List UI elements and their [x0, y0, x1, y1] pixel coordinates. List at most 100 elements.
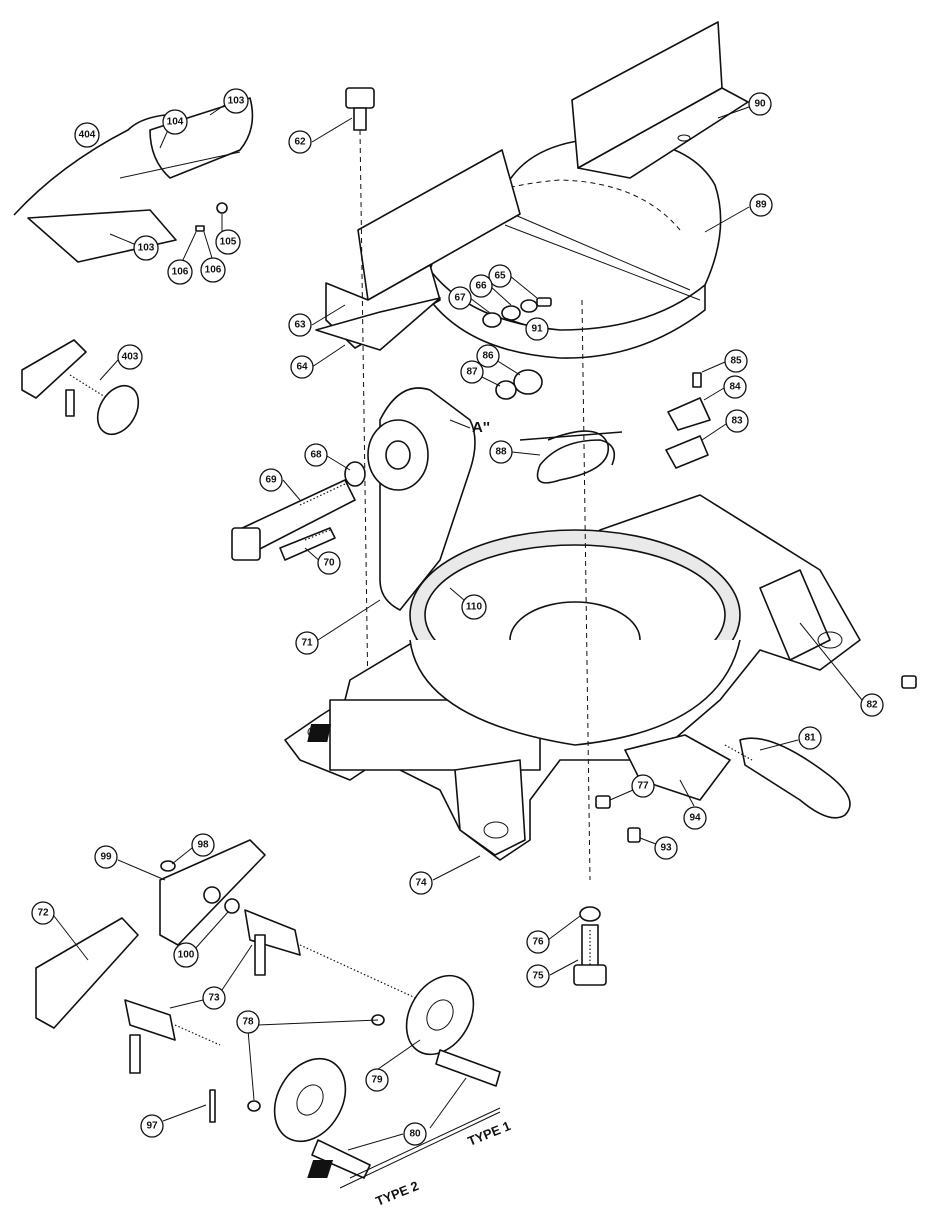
handle-81: [724, 737, 851, 819]
label-83: 83: [725, 409, 749, 433]
label-64: 64: [290, 355, 314, 379]
label-94: 94: [683, 806, 707, 830]
stopper-83-85: [665, 372, 711, 469]
label-74: 74: [409, 871, 433, 895]
svg-text:87: 87: [466, 367, 478, 378]
svg-text:81: 81: [804, 733, 816, 744]
label-68: 68: [304, 443, 328, 467]
fence-right-90: [571, 21, 749, 179]
label-86: 86: [476, 344, 500, 368]
svg-text:94: 94: [689, 813, 701, 824]
label-70: 70: [317, 551, 341, 575]
svg-text:67: 67: [454, 293, 466, 304]
label-106-left: 106: [167, 259, 193, 285]
label-80: 80: [403, 1122, 427, 1146]
svg-text:70: 70: [323, 558, 335, 569]
svg-text:404: 404: [79, 130, 96, 141]
svg-text:69: 69: [265, 475, 277, 486]
svg-text:97: 97: [146, 1121, 158, 1132]
svg-text:90: 90: [754, 99, 766, 110]
label-88: 88: [489, 440, 513, 464]
screw-93: [627, 827, 641, 843]
svg-text:66: 66: [475, 281, 487, 292]
center-axis-dash: [581, 299, 591, 881]
arm-71: [367, 387, 476, 611]
label-76: 76: [526, 930, 550, 954]
label-79: 79: [365, 1068, 389, 1092]
label-99: 99: [94, 845, 118, 869]
label-104: 104: [162, 109, 188, 135]
type-2-label: TYPE 2: [374, 1178, 421, 1209]
type-1-label: TYPE 1: [466, 1118, 513, 1149]
label-91: 91: [525, 317, 549, 341]
label-63: 63: [288, 313, 312, 337]
labels: 62 63 64 65 66 67 68 69 70 71 72 73 74 7…: [31, 88, 884, 1151]
label-66: 66: [469, 274, 493, 298]
washer-76: [579, 906, 601, 922]
svg-text:82: 82: [866, 700, 878, 711]
svg-text:79: 79: [371, 1075, 383, 1086]
svg-text:80: 80: [409, 1129, 421, 1140]
fence-left-63: [315, 149, 521, 351]
svg-text:72: 72: [37, 908, 49, 919]
label-105: 105: [215, 229, 241, 255]
label-67: 67: [448, 286, 472, 310]
svg-text:91: 91: [531, 324, 543, 335]
label-103-top: 103: [223, 88, 249, 114]
svg-text:71: 71: [301, 638, 313, 649]
svg-text:104: 104: [167, 117, 184, 128]
rod-80: [311, 1049, 501, 1179]
svg-text:88: 88: [495, 447, 507, 458]
svg-text:105: 105: [220, 237, 237, 248]
svg-text:84: 84: [729, 382, 741, 393]
handwheel-79-type2: [273, 1057, 347, 1143]
svg-text:103: 103: [228, 96, 245, 107]
svg-text:B: B: [466, 1162, 475, 1177]
detail-b-badge-vise: B: [307, 1160, 476, 1178]
vise-plate-99: [159, 839, 266, 946]
svg-text:77: 77: [637, 781, 649, 792]
svg-text:76: 76: [532, 937, 544, 948]
svg-text:83: 83: [731, 416, 743, 427]
svg-text:63: 63: [294, 320, 306, 331]
turntable-ring-110: [409, 529, 741, 746]
label-73: 73: [202, 986, 226, 1010]
label-77: 77: [631, 774, 655, 798]
label-69: 69: [259, 468, 283, 492]
type-divider-lower: [339, 1111, 501, 1189]
label-103-bottom: 103: [133, 235, 159, 261]
extension-403: [21, 339, 140, 436]
label-72: 72: [31, 901, 55, 925]
svg-text:86: 86: [482, 351, 494, 362]
label-98: 98: [191, 833, 215, 857]
label-65: 65: [488, 264, 512, 288]
small-parts-65-67: [482, 297, 552, 328]
label-100: 100: [173, 942, 199, 968]
svg-text:106: 106: [205, 265, 222, 276]
svg-text:110: 110: [466, 602, 483, 613]
pin-70: [279, 527, 336, 561]
pin-97: [209, 1089, 216, 1123]
label-404: 404: [74, 122, 100, 148]
svg-text:74: 74: [415, 878, 427, 889]
label-85: 85: [724, 349, 748, 373]
svg-text:65: 65: [494, 271, 506, 282]
detail-a-arrow: [449, 419, 471, 429]
svg-text:99: 99: [100, 852, 112, 863]
vise-plate-72: [35, 917, 139, 1029]
label-89: 89: [749, 193, 773, 217]
washer-100: [224, 898, 240, 914]
label-71: 71: [295, 631, 319, 655]
svg-text:106: 106: [172, 267, 189, 278]
vise-shaft-73: [124, 909, 421, 1074]
svg-text:68: 68: [310, 450, 322, 461]
bolt-75: [573, 924, 607, 986]
clip-98: [160, 860, 176, 872]
label-110: 110: [461, 594, 487, 620]
svg-text:100: 100: [178, 950, 195, 961]
label-403: 403: [117, 344, 143, 370]
pivot-bolt-69: [231, 461, 366, 561]
svg-text:98: 98: [197, 840, 209, 851]
handwheel-79-type1: [405, 974, 475, 1056]
